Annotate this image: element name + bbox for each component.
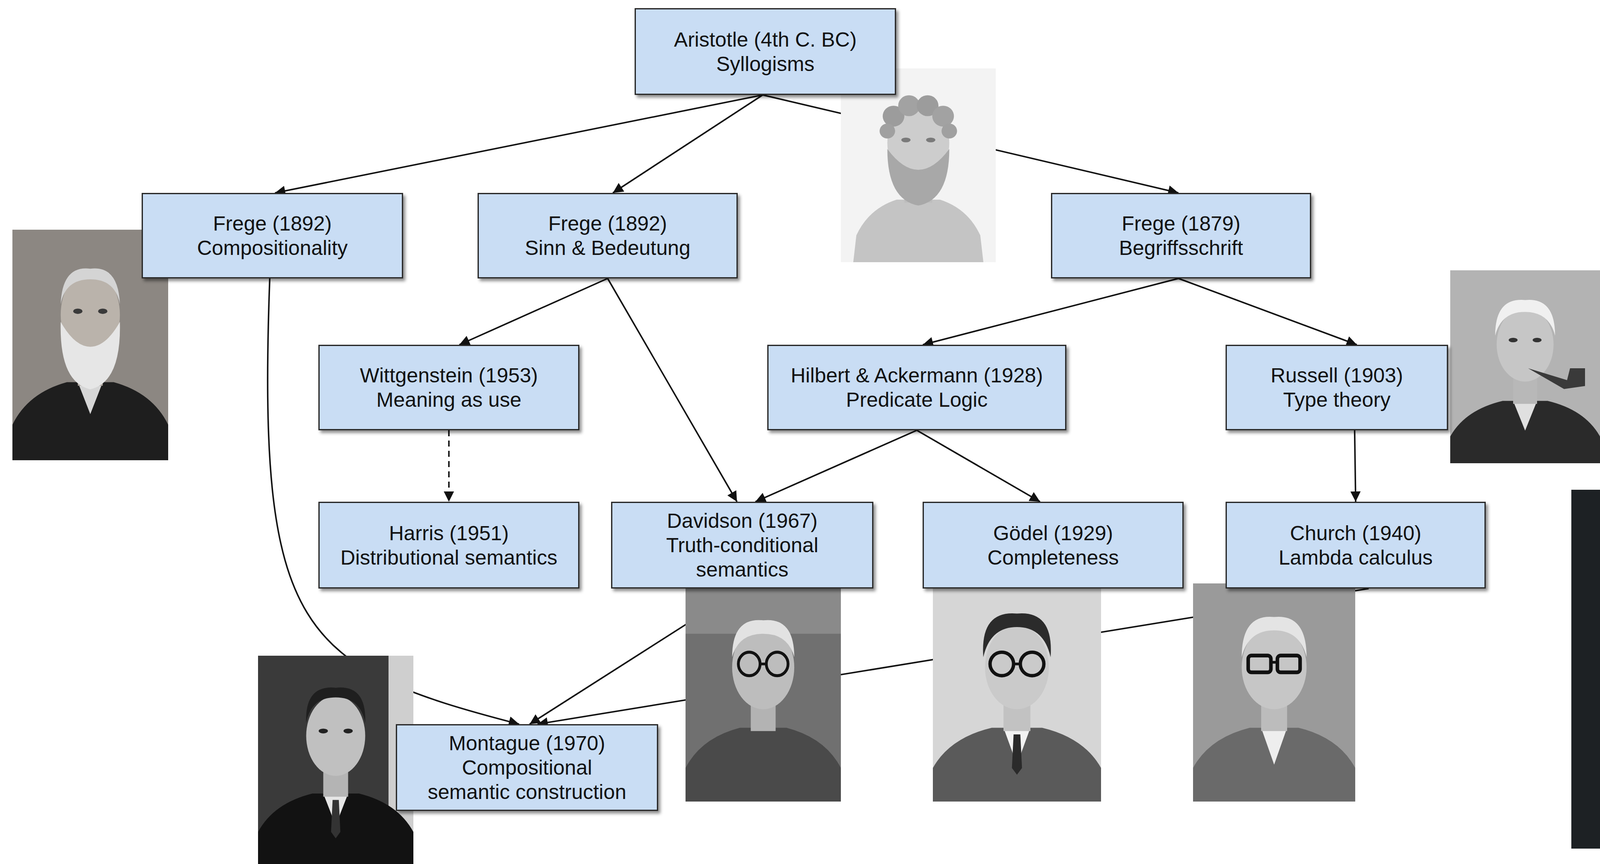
process-box: Frege (1892)Compositionality [141, 192, 404, 279]
influence-arrow [1354, 430, 1356, 502]
process-box: Hilbert & Ackermann (1928)Predicate Logi… [767, 344, 1067, 431]
node-subtitle: Completeness [987, 545, 1120, 570]
node-subtitle: Syllogisms [716, 51, 815, 77]
dark-panel [1571, 489, 1600, 849]
node-title: Frege (1892) [548, 211, 667, 236]
process-box: Russell (1903)Type theory [1225, 344, 1449, 431]
church-portrait [1193, 583, 1356, 802]
dashed-arrow [448, 430, 450, 502]
process-box: Gödel (1929)Completeness [922, 501, 1184, 589]
influence-arrow [922, 278, 1179, 345]
godel-portrait [932, 583, 1102, 802]
node-subtitle: Predicate Logic [846, 387, 988, 413]
node-title: Hilbert & Ackermann (1928) [790, 363, 1044, 388]
process-box: Montague (1970)Compositional semantic co… [395, 724, 659, 812]
node-subtitle: Distributional semantics [340, 545, 558, 570]
influence-arrow [607, 278, 737, 502]
russell-portrait [1450, 270, 1600, 464]
influence-arrow [917, 430, 1041, 502]
influence-arrow [1178, 278, 1357, 345]
node-title: Aristotle (4th C. BC) [673, 27, 857, 52]
process-box: Frege (1879)Begriffsschrift [1050, 192, 1312, 279]
node-subtitle: Compositional semantic construction [424, 755, 630, 805]
node-title: Russell (1903) [1270, 363, 1403, 388]
process-box: Aristotle (4th C. BC)Syllogisms [634, 8, 897, 95]
node-title: Harris (1951) [388, 521, 509, 546]
influence-arrow [612, 94, 763, 193]
node-subtitle: Truth-conditional semantics [639, 533, 846, 582]
aristotle-portrait [840, 68, 996, 263]
montague-portrait [258, 656, 414, 864]
node-subtitle: Compositionality [196, 235, 348, 261]
process-box: Church (1940)Lambda calculus [1225, 501, 1486, 589]
node-title: Frege (1879) [1121, 211, 1241, 236]
davidson-portrait [685, 583, 841, 802]
node-subtitle: Meaning as use [376, 387, 522, 413]
influence-arrow [275, 94, 763, 193]
influence-arrow [459, 278, 608, 345]
node-title: Davidson (1967) [666, 508, 818, 534]
node-title: Church (1940) [1290, 521, 1422, 546]
process-box: Frege (1892)Sinn & Bedeutung [477, 192, 738, 279]
node-subtitle: Begriffsschrift [1119, 235, 1244, 261]
node-subtitle: Type theory [1283, 387, 1391, 413]
influence-arrow [755, 430, 917, 502]
node-subtitle: Sinn & Bedeutung [525, 235, 691, 261]
process-box: Harris (1951)Distributional semantics [318, 501, 580, 589]
node-title: Montague (1970) [448, 731, 606, 756]
process-box: Wittgenstein (1953)Meaning as use [318, 344, 580, 431]
node-title: Gödel (1929) [993, 521, 1114, 546]
process-box: Davidson (1967)Truth-conditional semanti… [611, 501, 874, 589]
node-subtitle: Lambda calculus [1278, 545, 1433, 570]
node-title: Frege (1892) [213, 211, 332, 236]
node-title: Wittgenstein (1953) [359, 363, 538, 388]
